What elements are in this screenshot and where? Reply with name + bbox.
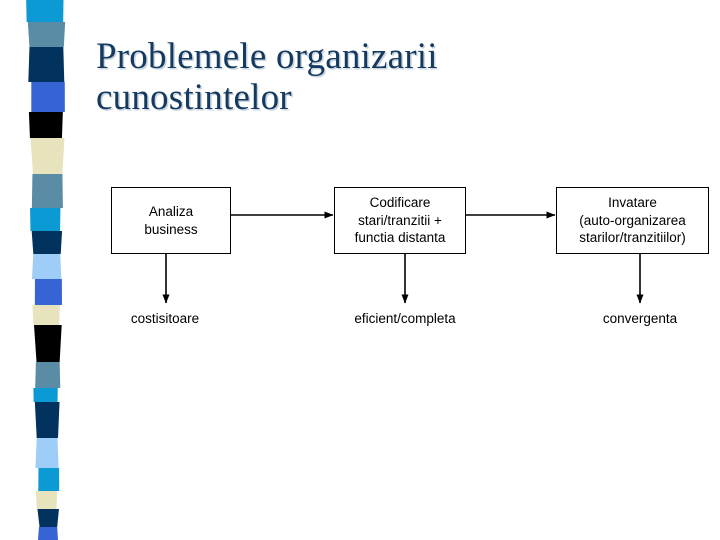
stripe-band [28, 47, 65, 82]
process-box-codificare-line-3: functia distanta [354, 230, 446, 246]
stripe-band [30, 138, 65, 174]
process-box-analiza-line-2: business [144, 221, 198, 237]
stripe-band [33, 388, 58, 402]
stripe-band [31, 231, 63, 254]
process-box-analiza: Analiza business [111, 187, 231, 254]
stripe-band [34, 325, 62, 362]
page-title: Problemele organizarii cunostintelor [96, 36, 696, 118]
stripe-band [37, 509, 59, 527]
process-box-analiza-line-1: Analiza [148, 204, 194, 219]
page-title-line-2: cunostintelor [96, 77, 292, 118]
stripe-band [30, 208, 61, 231]
process-box-invatare: Invatare (auto-organizarea starilor/tran… [556, 187, 709, 254]
stripe-band [26, 0, 64, 22]
process-box-codificare-line-2: stari/tranzitii + [358, 212, 442, 228]
process-box-invatare-line-2: (auto-organizarea [579, 212, 686, 228]
stripe-band [38, 468, 60, 491]
stripe-band [35, 491, 58, 509]
process-box-invatare-line-1: Invatare [608, 195, 657, 211]
stripe-band [35, 438, 59, 468]
outcome-label-analiza: costisitoare [130, 311, 200, 326]
stripe-band [34, 279, 62, 305]
stripe-band [31, 82, 65, 112]
stripe-band [27, 22, 66, 47]
stripe-band [38, 527, 58, 540]
outcome-label-invatare: convergenta [602, 311, 678, 326]
page-title-line-1: Problemele organizarii [96, 36, 438, 77]
stripe-band [31, 174, 63, 208]
stripe-band [34, 402, 60, 438]
stripe-band [31, 254, 62, 279]
stripe-band [28, 112, 63, 138]
process-box-invatare-line-3: starilor/tranzitiilor) [579, 230, 686, 246]
outcome-label-codificare: eficient/completa [354, 311, 456, 326]
process-box-codificare-line-1: Codificare [369, 195, 431, 211]
left-decorative-stripe [26, 0, 66, 540]
stripe-band [35, 362, 61, 388]
process-box-codificare: Codificare stari/tranzitii + functia dis… [334, 187, 466, 254]
stripe-band [32, 305, 60, 325]
